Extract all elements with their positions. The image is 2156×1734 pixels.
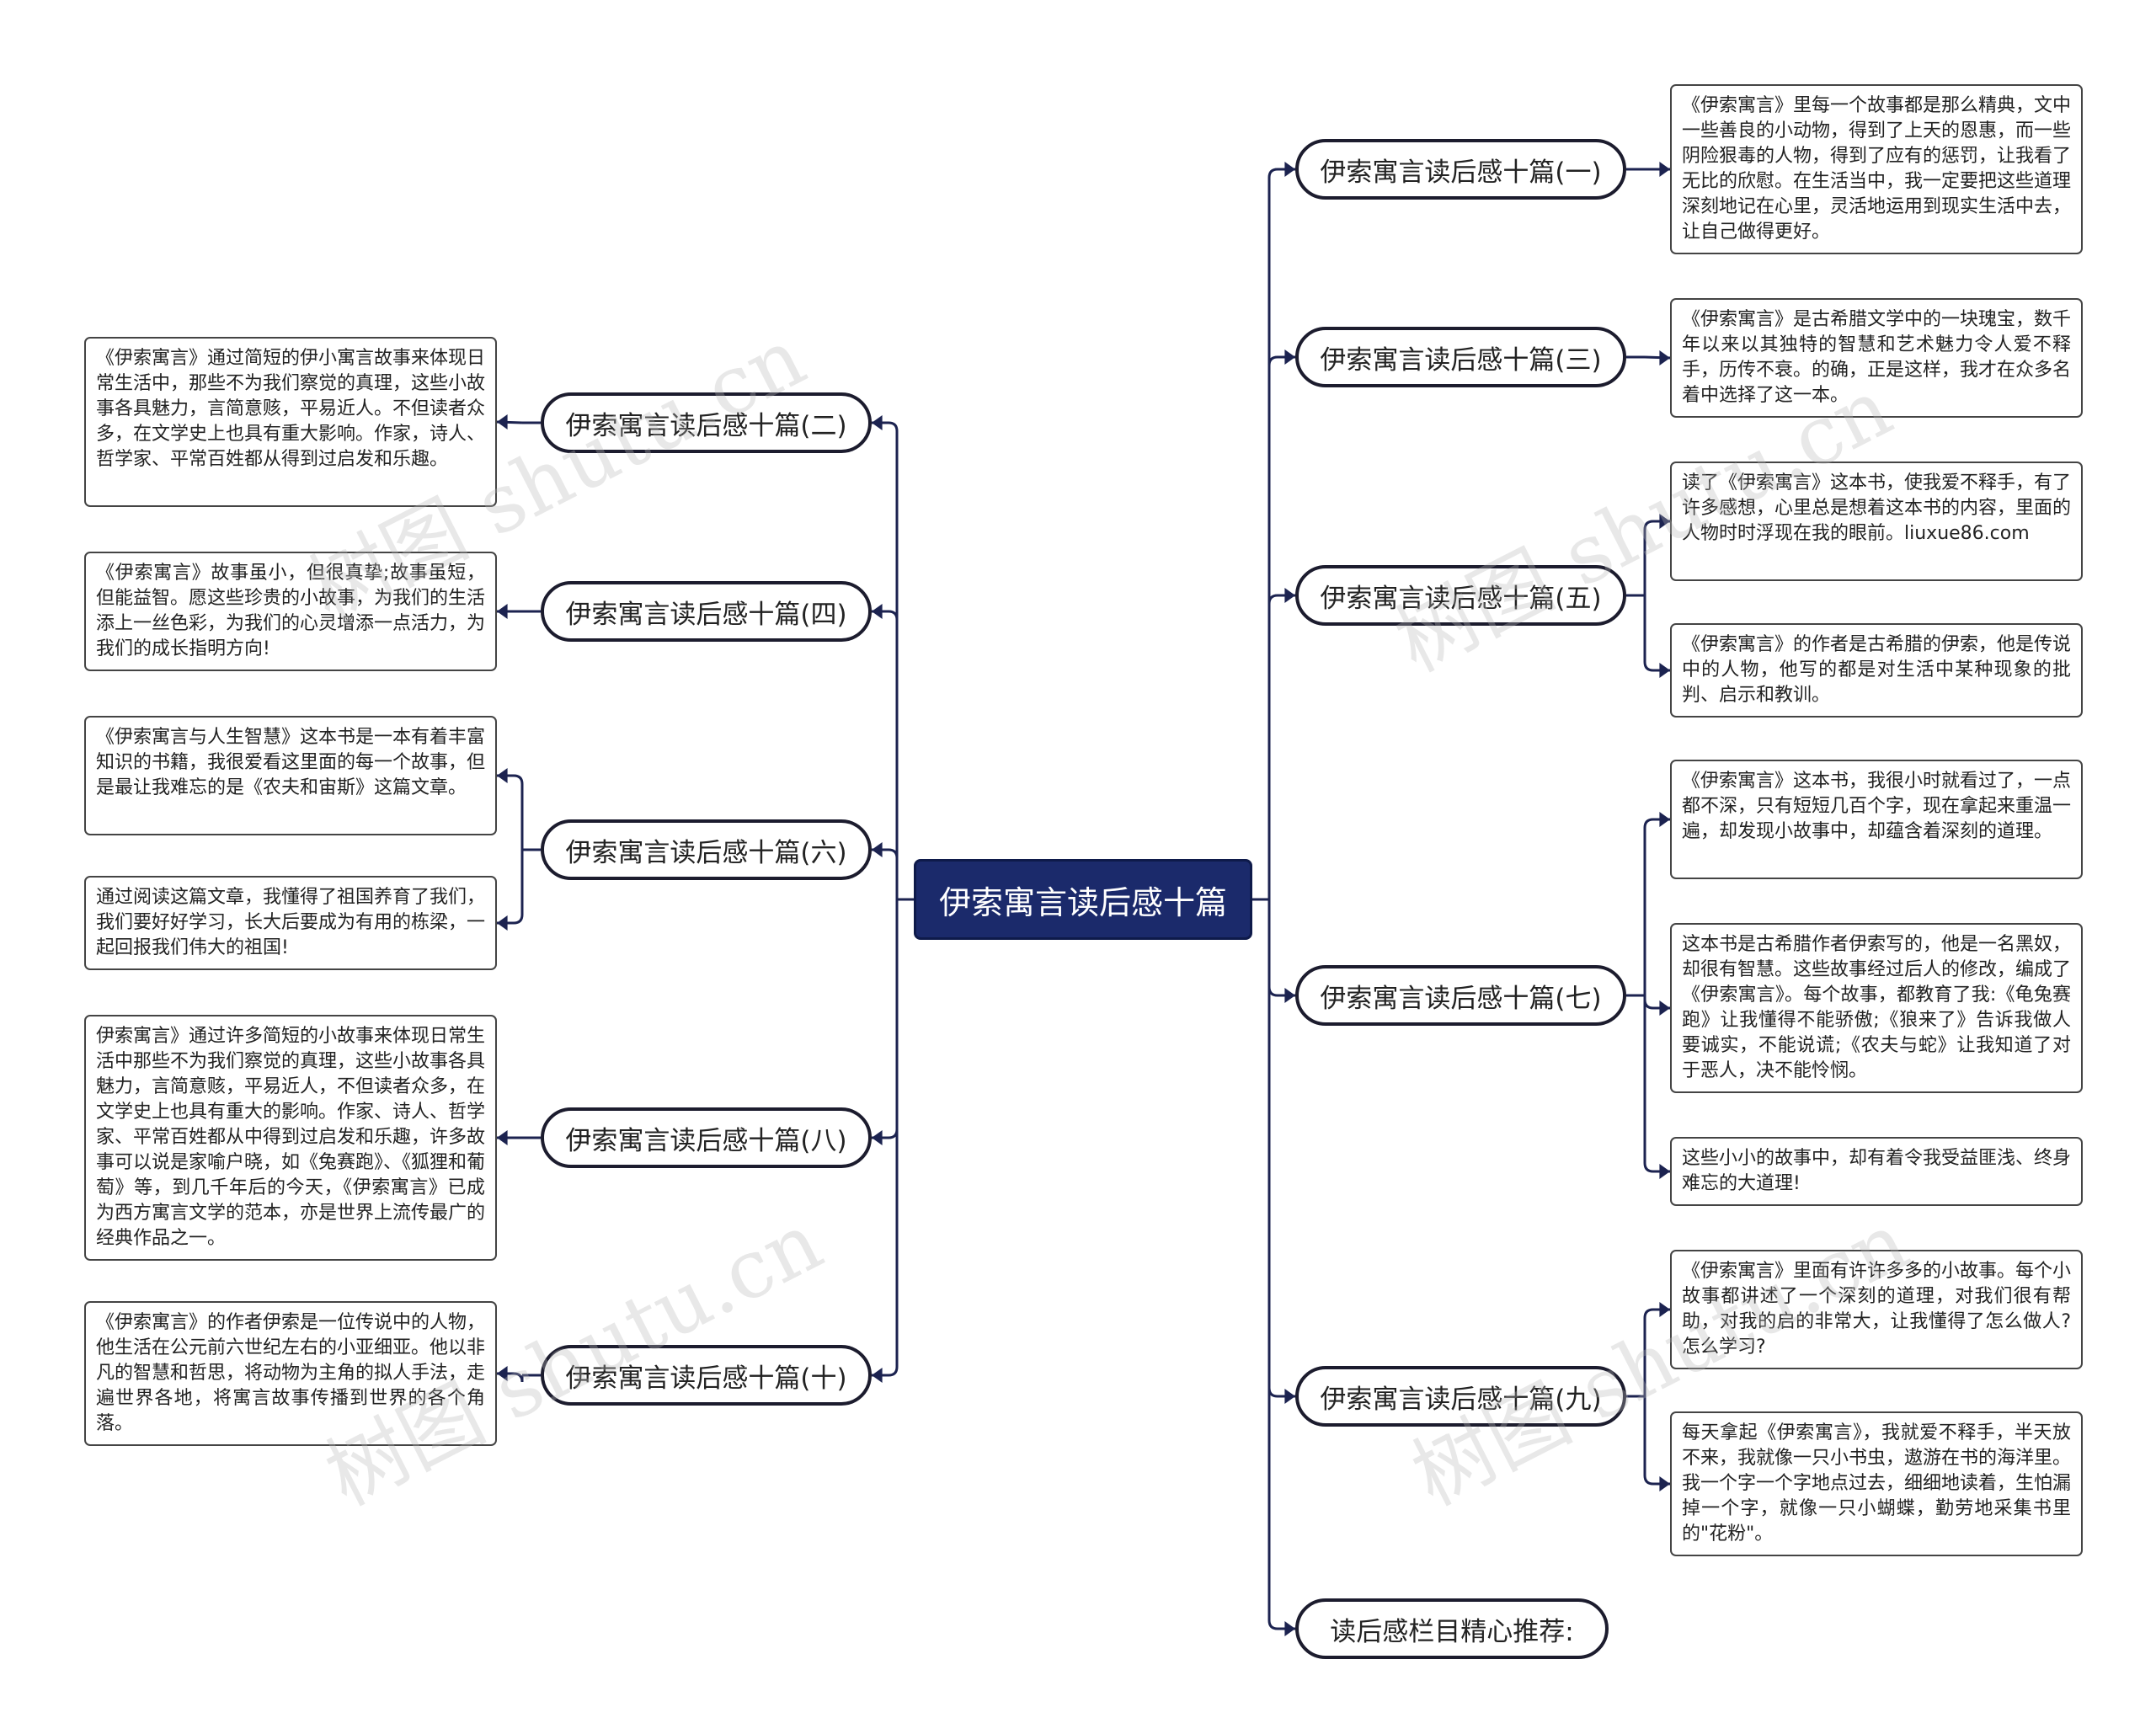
- branch-topic-6[interactable]: 伊索寓言读后感十篇(六): [541, 819, 872, 880]
- leaf-note-5-1: 读了《伊索寓言》这本书，使我爱不释手，有了许多感想，心里总是想着这本书的内容，里…: [1670, 462, 2083, 581]
- b10-leaf-arrowhead: [497, 1366, 508, 1381]
- b1-leaf-arrowhead: [1659, 162, 1670, 177]
- root-right-arrowhead: [1284, 588, 1295, 603]
- b5-leaf-arrowhead: [1659, 514, 1670, 529]
- root-left-link: [872, 610, 899, 899]
- b3-leaf-arrowhead: [1659, 350, 1670, 365]
- root-right-arrowhead: [1284, 988, 1295, 1003]
- branch-topic-4[interactable]: 伊索寓言读后感十篇(四): [541, 581, 872, 642]
- branch-topic-1[interactable]: 伊索寓言读后感十篇(一): [1295, 139, 1626, 200]
- leaf-note-7-3: 这些小小的故事中，却有着令我受益匪浅、终身难忘的大道理!: [1670, 1137, 2083, 1206]
- b7-leaf-arrowhead: [1659, 1164, 1670, 1179]
- branch-topic-2[interactable]: 伊索寓言读后感十篇(二): [541, 392, 872, 453]
- b6-leaf-arrowhead: [497, 915, 508, 931]
- leaf-note-9-2: 每天拿起《伊索寓言》，我就爱不释手，半天放不来，我就像一只小书虫，遨游在书的海洋…: [1670, 1411, 2083, 1556]
- b9-leaf-link: [1643, 1396, 1670, 1486]
- root-right-link: [1267, 594, 1295, 899]
- leaf-note-6-1: 《伊索寓言与人生智慧》这本书是一本有着丰富知识的书籍，我很爱看这里面的每一个故事…: [84, 716, 497, 835]
- leaf-note-3-1: 《伊索寓言》是古希腊文学中的一块瑰宝，数千年以来以其独特的智慧和艺术魅力令人爱不…: [1670, 298, 2083, 418]
- b4-leaf-arrowhead: [497, 604, 508, 619]
- leaf-note-6-2: 通过阅读这篇文章，我懂得了祖国养育了我们，我们要好好学习，长大后要成为有用的栋梁…: [84, 876, 497, 970]
- leaf-note-8-1: 伊索寓言》通过许多简短的小故事来体现日常生活中那些不为我们察觉的真理，这些小故事…: [84, 1015, 497, 1261]
- leaf-note-7-1: 《伊索寓言》这本书，我很小时就看过了，一点都不深，只有短短几百个字，现在拿起来重…: [1670, 760, 2083, 879]
- root-right-arrowhead: [1284, 349, 1295, 365]
- branch-topic-9[interactable]: 伊索寓言读后感十篇(九): [1295, 1366, 1626, 1427]
- b9-leaf-arrowhead: [1659, 1302, 1670, 1317]
- root-right-link: [1267, 899, 1295, 1398]
- b5-leaf-arrowhead: [1659, 663, 1670, 678]
- root-left-link: [872, 421, 899, 899]
- root-right-link: [1267, 899, 1295, 1630]
- branch-topic-7[interactable]: 伊索寓言读后感十篇(七): [1295, 965, 1626, 1026]
- branch-topic-recommend[interactable]: 读后感栏目精心推荐:: [1295, 1598, 1609, 1659]
- root-topic[interactable]: 伊索寓言读后感十篇: [914, 859, 1252, 940]
- b5-leaf-link: [1643, 520, 1670, 595]
- leaf-note-10-1: 《伊索寓言》的作者伊索是一位传说中的人物，他生活在公元前六世纪左右的小亚细亚。他…: [84, 1301, 497, 1446]
- branch-topic-8[interactable]: 伊索寓言读后感十篇(八): [541, 1107, 872, 1168]
- branch-topic-5[interactable]: 伊索寓言读后感十篇(五): [1295, 565, 1626, 626]
- root-left-arrowhead: [872, 604, 883, 619]
- branch-topic-3[interactable]: 伊索寓言读后感十篇(三): [1295, 327, 1626, 387]
- b6-leaf-arrowhead: [497, 768, 508, 783]
- b7-leaf-link: [1643, 818, 1670, 995]
- root-left-arrowhead: [872, 1368, 883, 1383]
- root-right-link: [1267, 355, 1295, 899]
- root-left-arrowhead: [872, 1130, 883, 1145]
- leaf-note-2-1: 《伊索寓言》通过简短的伊小寓言故事来体现日常生活中，那些不为我们察觉的真理，这些…: [84, 337, 497, 507]
- b2-leaf-arrowhead: [497, 414, 508, 429]
- leaf-note-1-1: 《伊索寓言》里每一个故事都是那么精典，文中一些善良的小动物，得到了上天的恩惠，而…: [1670, 84, 2083, 254]
- root-right-arrowhead: [1284, 1621, 1295, 1636]
- b6-leaf-link: [497, 774, 524, 850]
- leaf-note-5-2: 《伊索寓言》的作者是古希腊的伊索，他是传说中的人物，他写的都是对生活中某种现象的…: [1670, 623, 2083, 718]
- root-right-arrowhead: [1284, 1389, 1295, 1404]
- b9-leaf-link: [1643, 1308, 1670, 1396]
- leaf-note-7-2: 这本书是古希腊作者伊索写的，他是一名黑奴，却很有智慧。这些故事经过后人的修改，编…: [1670, 923, 2083, 1093]
- leaf-note-4-1: 《伊索寓言》故事虽小，但很真挚;故事虽短，但能益智。愿这些珍贵的小故事，为我们的…: [84, 552, 497, 671]
- branch-topic-10[interactable]: 伊索寓言读后感十篇(十): [541, 1345, 872, 1406]
- root-left-arrowhead: [872, 842, 883, 857]
- b6-leaf-link: [497, 850, 524, 925]
- b5-leaf-link: [1643, 595, 1670, 672]
- root-right-link: [1267, 899, 1295, 997]
- root-left-link: [872, 848, 899, 899]
- b7-leaf-link: [1643, 995, 1670, 1173]
- b8-leaf-arrowhead: [497, 1130, 508, 1145]
- root-left-link: [872, 899, 899, 1139]
- b10-leaf-link: [497, 1372, 524, 1383]
- leaf-note-9-1: 《伊索寓言》里面有许许多多的小故事。每个小故事都讲述了一个深刻的道理，对我们很有…: [1670, 1250, 2083, 1369]
- root-left-link: [872, 899, 899, 1377]
- root-left-arrowhead: [872, 415, 883, 430]
- b7-leaf-arrowhead: [1659, 1000, 1670, 1016]
- root-right-arrowhead: [1284, 162, 1295, 177]
- b9-leaf-arrowhead: [1659, 1476, 1670, 1491]
- b7-leaf-arrowhead: [1659, 812, 1670, 827]
- root-right-link: [1267, 168, 1295, 899]
